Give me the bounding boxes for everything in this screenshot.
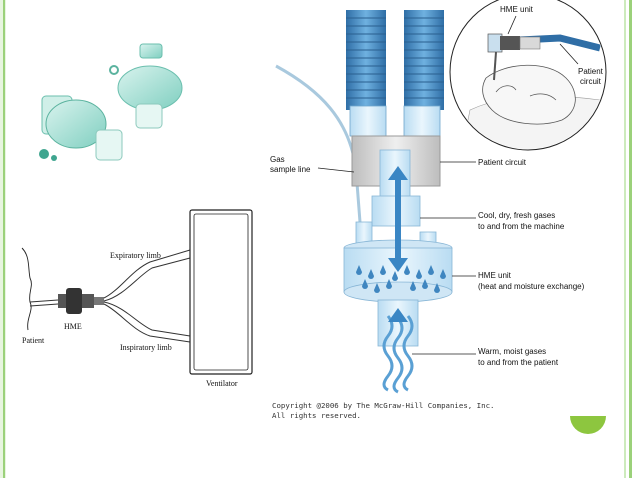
patient-circuit-label: Patient circuit: [478, 158, 527, 167]
hme-unit-label-1: HME unit: [478, 271, 512, 280]
patient-face-outline: [21, 247, 32, 331]
copyright-line-1: Copyright @2006 by The McGraw-Hill Compa…: [272, 401, 494, 410]
hme-filter-back: [109, 43, 183, 129]
left-edge-line: [3, 0, 5, 478]
inset-patient-label-1: Patient: [578, 67, 604, 76]
inset-circle: HME unit Patient circuit: [449, 0, 607, 151]
corrugated-tube-left: [346, 10, 387, 137]
cool-gases-label-2: to and from the machine: [478, 222, 565, 231]
inspiratory-limb-label: Inspiratory limb: [120, 343, 172, 352]
corrugated-tube-right: [403, 10, 444, 137]
patient-label: Patient: [22, 336, 45, 345]
hme-cutaway-diagram: Gas sample line Patient circuit Cool, dr…: [270, 10, 585, 394]
moisture-drops: [356, 265, 446, 293]
copyright-line-2: All rights reserved.: [272, 411, 361, 420]
inset-patient-label-2: circuit: [580, 77, 602, 86]
hme-unit-label-2: (heat and moisture exchange): [478, 282, 585, 291]
right-edge-line: [629, 0, 632, 478]
inset-hme-unit-label: HME unit: [500, 5, 534, 14]
patient-head: [482, 64, 576, 125]
hme-filter-front: [39, 95, 123, 161]
gas-sample-label-2: sample line: [270, 165, 311, 174]
ventilator-label: Ventilator: [206, 379, 238, 388]
expiratory-limb-label: Expiratory limb: [110, 251, 161, 260]
hme-photo: [39, 43, 183, 161]
right-edge-line-2: [624, 0, 626, 478]
green-semicircle-decoration: [570, 416, 606, 434]
warm-gases-label-1: Warm, moist gases: [478, 347, 546, 356]
hme-label: HME: [64, 322, 82, 331]
warm-gases-label-2: to and from the patient: [478, 358, 559, 367]
ventilator-box: [189, 209, 253, 375]
ventilator-schematic: Patient HME Expiratory limb Inspiratory …: [21, 209, 253, 388]
schematic-hme-device: [58, 288, 104, 314]
cool-gases-label-1: Cool, dry, fresh gases: [478, 211, 555, 220]
gas-sample-label-1: Gas: [270, 155, 285, 164]
warm-moist-gas-waves: [382, 315, 414, 394]
